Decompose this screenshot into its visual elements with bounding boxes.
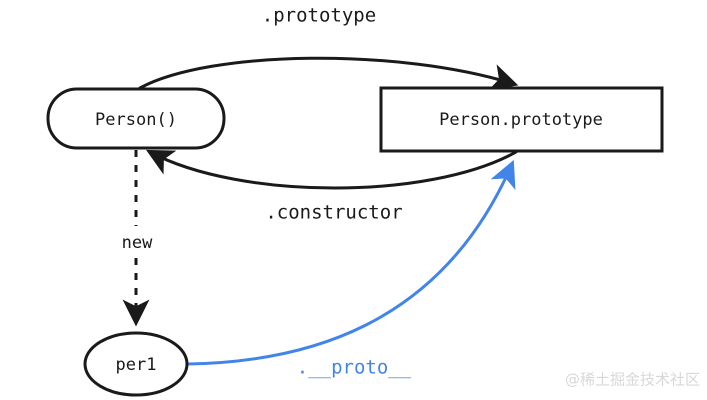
per1-label: per1 bbox=[116, 355, 157, 375]
person-function-label: Person() bbox=[95, 110, 177, 130]
node-per1[interactable]: per1 bbox=[83, 331, 189, 397]
node-person-prototype[interactable]: Person.prototype bbox=[379, 86, 664, 153]
proto-edge-label: .__proto__ bbox=[297, 357, 412, 379]
constructor-arrow-path bbox=[146, 149, 518, 190]
constructor-edge-label: .constructor bbox=[265, 202, 402, 224]
person-function-shape[interactable] bbox=[46, 87, 226, 150]
person-prototype-shape[interactable] bbox=[379, 86, 664, 153]
node-person-function[interactable]: Person() bbox=[46, 87, 226, 150]
prototype-arrow-path bbox=[138, 56, 519, 91]
prototype-edge-label: .prototype bbox=[262, 5, 376, 27]
edge-constructor: .constructor bbox=[146, 149, 518, 224]
edge-proto: .__proto__ bbox=[186, 159, 516, 379]
new-edge-label: new bbox=[122, 233, 153, 253]
person-prototype-label: Person.prototype bbox=[439, 110, 603, 130]
proto-arrow-path bbox=[186, 159, 516, 366]
edge-new: new bbox=[122, 150, 153, 327]
per1-shape[interactable] bbox=[83, 331, 189, 397]
watermark: @稀土掘金技术社区 bbox=[565, 371, 700, 389]
edge-prototype: .prototype bbox=[138, 5, 519, 91]
